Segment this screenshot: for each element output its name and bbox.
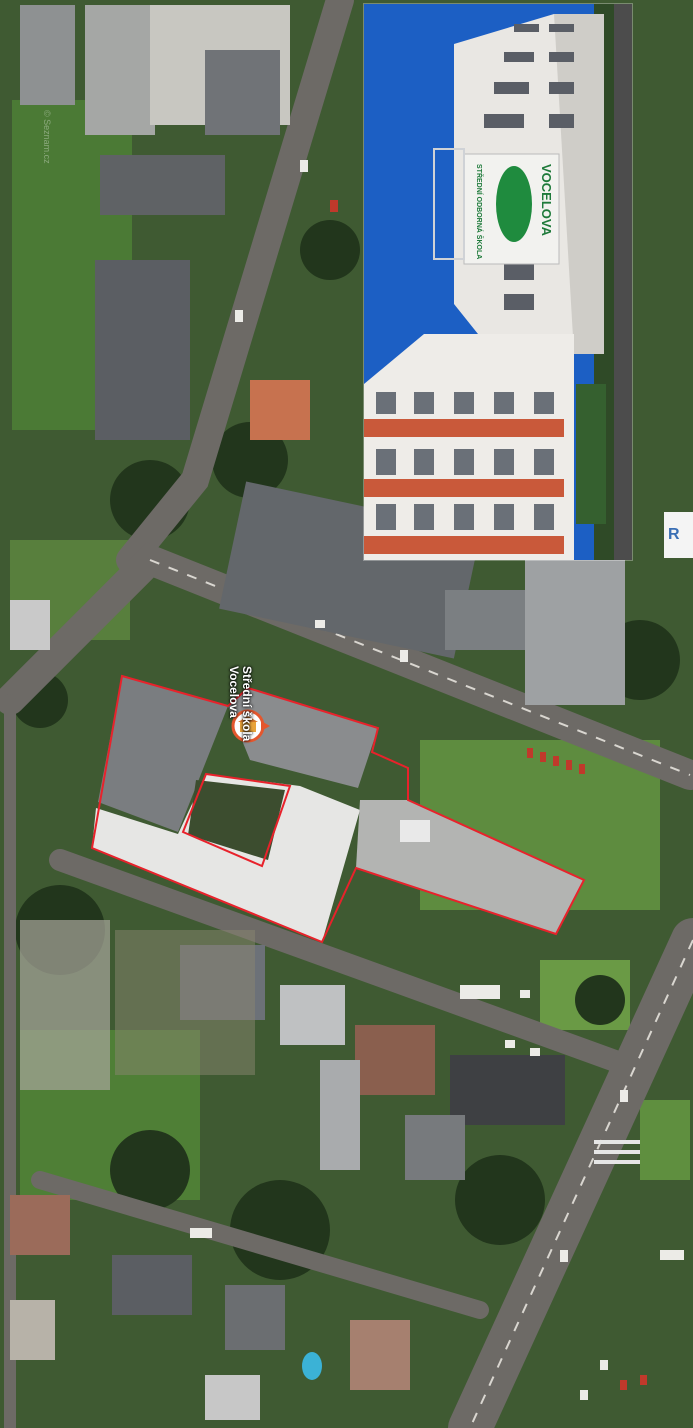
school-photo-inset: STŘEDNÍ ODBORNÁ ŠKOLA VOCELOVA xyxy=(364,4,632,560)
thumbnail-letter: R xyxy=(668,526,680,543)
poi-label-line2: Vocelova xyxy=(227,666,241,718)
map-watermark: © Seznam.cz xyxy=(42,110,52,164)
school-map-pin-icon[interactable] xyxy=(228,704,272,748)
photo-sign-line1: STŘEDNÍ ODBORNÁ ŠKOLA xyxy=(475,164,482,260)
adjacent-photo-thumbnail: R xyxy=(664,512,693,558)
school-boundary xyxy=(90,674,586,944)
photo-sign-line2: VOCELOVA xyxy=(539,164,554,236)
poi-label-line1: Střední škola xyxy=(240,666,254,742)
